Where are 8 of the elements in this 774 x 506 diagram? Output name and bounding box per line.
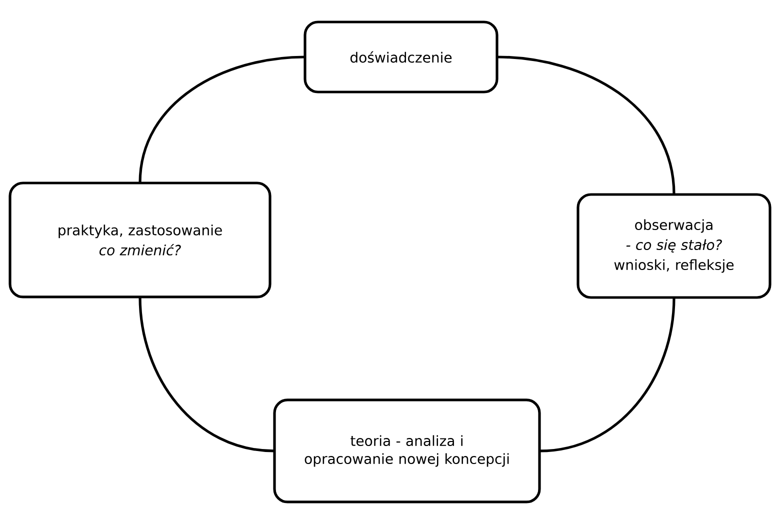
rounded-box: praktyka, zastosowanie co zmienić? <box>8 182 272 298</box>
connector-line <box>138 297 274 452</box>
connector-line <box>138 56 305 183</box>
rounded-box: teoria - analiza i opracowanie nowej koncepcji <box>273 398 541 504</box>
rounded-box: doświadczenie <box>304 20 498 94</box>
rounded-box: obserwacja - co się stało? wnioski, refleksje <box>576 193 772 299</box>
connector-line <box>497 56 676 194</box>
connector-line <box>540 298 676 452</box>
